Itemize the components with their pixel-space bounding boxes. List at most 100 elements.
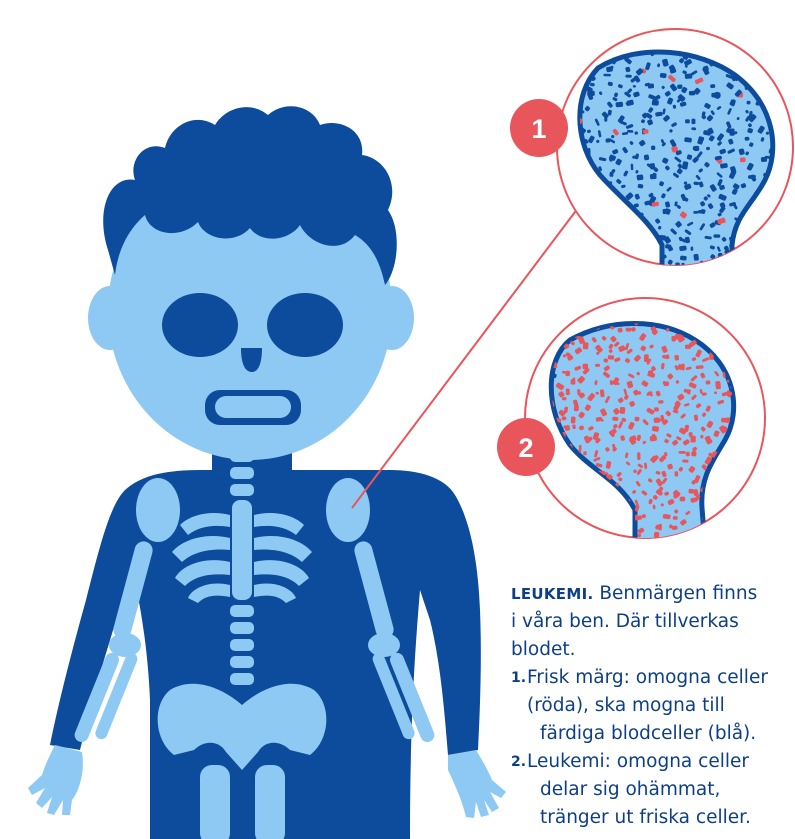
caption: LEUKEMI. Benmärgen finns i våra ben. Där… [511, 580, 795, 832]
healthy-marrow-cell [688, 272, 693, 278]
leukemia-marrow-cell [727, 540, 731, 547]
healthy-marrow-cell [586, 275, 592, 281]
leukemia-marrow-cell [688, 489, 693, 494]
healthy-marrow-cell [563, 56, 571, 62]
leukemia-marrow-cell [690, 497, 696, 502]
healthy-marrow-cell [684, 181, 687, 184]
leukemia-marrow-cell [671, 536, 675, 540]
healthy-marrow-cell [608, 254, 614, 262]
leukemia-marrow-cell [558, 515, 562, 519]
caption-item-1-line2-row: (röda), ska mogna till [511, 692, 795, 720]
healthy-marrow-cell [562, 91, 567, 96]
leukemia-marrow-cell [633, 541, 637, 546]
leukemia-marrow-cell [741, 492, 747, 498]
healthy-marrow-cell [730, 275, 737, 283]
healthy-marrow-cell [761, 157, 767, 162]
leukemia-marrow-cell [715, 381, 721, 389]
leukemia-marrow-cell [691, 451, 697, 457]
healthy-marrow-cell [771, 52, 777, 58]
leukemia-marrow-cell [556, 552, 561, 559]
healthy-marrow-accent-cell [740, 157, 746, 162]
leukemia-marrow-cell [654, 417, 660, 423]
callout-healthy-marrow: 1 [510, 29, 793, 290]
healthy-marrow-cell [587, 90, 595, 96]
healthy-marrow-cell [775, 279, 780, 284]
healthy-marrow-cell [573, 66, 579, 72]
healthy-marrow-cell [631, 164, 634, 171]
caption-item-2-line3-row: tränger ut friska celler. [511, 804, 795, 832]
leukemia-marrow-cell [647, 544, 654, 549]
leukemia-marrow-cell [731, 528, 737, 533]
leukemia-marrow-cell [675, 471, 679, 476]
leukemia-marrow-cell [603, 539, 608, 546]
leukemia-marrow-accent-cell [541, 531, 547, 539]
leukemia-marrow-cell [742, 327, 751, 335]
healthy-marrow-cell [567, 275, 574, 281]
healthy-marrow-cell [615, 102, 623, 108]
healthy-marrow-cell [587, 148, 590, 155]
healthy-marrow-cell [651, 146, 655, 150]
healthy-marrow-cell [581, 237, 587, 242]
healthy-marrow-accent-cell [629, 271, 635, 278]
leukemia-marrow-cell [708, 552, 715, 557]
child-figure [28, 106, 506, 839]
leukemia-marrow-cell [679, 496, 685, 501]
healthy-marrow-cell [689, 91, 695, 96]
healthy-marrow-cell [622, 256, 629, 262]
leukemia-marrow-cell [582, 541, 587, 546]
caption-item-1: 1. Frisk märg: omogna celler [511, 664, 795, 692]
healthy-marrow-cell [605, 138, 610, 143]
leukemia-marrow-cell [578, 550, 581, 554]
leukemia-marrow-cell [741, 543, 746, 548]
leukemia-marrow-cell [554, 330, 559, 335]
leukemia-marrow-cell [634, 417, 639, 422]
left-hand [28, 745, 83, 815]
leukemia-marrow-cell [596, 352, 599, 355]
leukemia-marrow-cell [716, 541, 720, 548]
leukemia-marrow-cell [698, 542, 707, 549]
healthy-marrow-cell [688, 275, 695, 281]
healthy-marrow-cell [747, 254, 755, 261]
leukemia-marrow-cell [718, 513, 724, 519]
healthy-marrow-cell [564, 274, 570, 281]
healthy-marrow-cell [751, 273, 757, 279]
healthy-marrow-cell [660, 73, 667, 79]
leukemia-marrow-cell [562, 525, 569, 532]
leukemia-marrow-cell [565, 425, 571, 431]
healthy-marrow-cell [780, 228, 789, 237]
caption-intro-line2: i våra ben. Där tillverkas [511, 608, 795, 636]
healthy-marrow-cell [607, 268, 613, 274]
healthy-marrow-cell [693, 211, 698, 214]
leukemia-marrow-cell [620, 407, 626, 414]
healthy-marrow-cell [718, 272, 721, 276]
caption-item-2-line2: delar sig ohämmat, [540, 779, 720, 800]
leukemia-marrow-cell [615, 543, 622, 552]
healthy-marrow-cell [644, 154, 650, 160]
teeth [215, 396, 291, 418]
leukemia-marrow-cell [674, 355, 679, 361]
leukemia-marrow-cell [707, 544, 713, 550]
healthy-marrow-cell [776, 257, 782, 263]
healthy-marrow-cell [623, 256, 626, 260]
leukemia-marrow-accent-cell [538, 328, 546, 335]
leukemia-marrow-accent-cell [535, 485, 541, 495]
leukemia-marrow-cell [598, 550, 602, 554]
healthy-marrow-cell [697, 273, 706, 281]
healthy-marrow-cell [614, 266, 622, 272]
healthy-marrow-cell [736, 268, 744, 275]
healthy-marrow-cell [581, 229, 588, 235]
healthy-marrow-cell [568, 248, 576, 256]
healthy-marrow-cell [616, 265, 625, 273]
leukemia-marrow-cell [724, 533, 732, 539]
leukemia-marrow-accent-cell [540, 307, 546, 314]
leukemia-marrow-cell [658, 400, 664, 404]
leukemia-marrow-cell [637, 452, 640, 460]
leukemia-marrow-cell [679, 541, 684, 546]
leukemia-marrow-cell [658, 524, 662, 531]
healthy-marrow-cell [593, 48, 600, 56]
caption-item-2-line1: Leukemi: omogna celler [527, 751, 749, 772]
leukemia-marrow-cell [737, 498, 742, 503]
leukemia-marrow-cell [650, 435, 658, 441]
healthy-marrow-cell [725, 264, 732, 271]
healthy-marrow-cell [763, 275, 771, 281]
